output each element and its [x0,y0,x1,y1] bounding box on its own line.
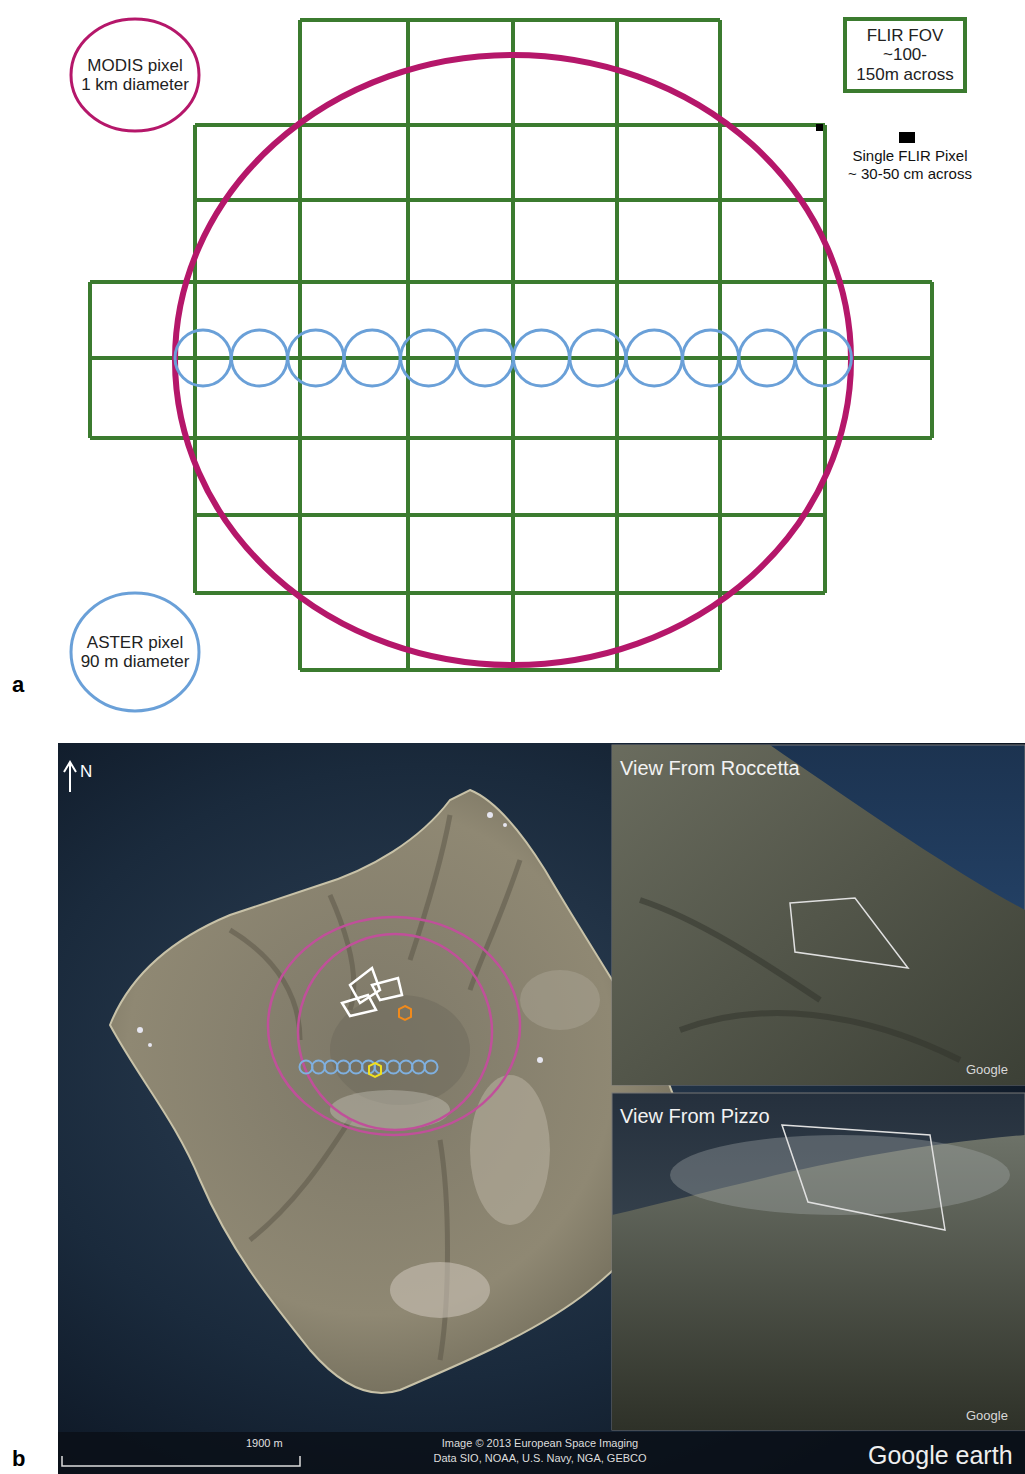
aster-legend-circle: ASTER pixel 90 m diameter [68,590,202,714]
modis-pixel-outer [268,917,520,1135]
inset-roccetta-slope [612,745,1025,1085]
island [110,790,690,1393]
node-outline-shape [71,19,199,131]
flir-grid [90,20,932,670]
flir-pixel-key [899,132,915,143]
inset-panel: View From Roccetta [612,745,1025,1085]
north-label: N [80,762,92,782]
modis-pixel-circle [175,55,851,665]
flir-pixel-label: Single FLIR Pixel ~ 30-50 cm across [832,147,988,183]
pizzo-fov [782,1125,945,1230]
flir-footprints [342,968,402,1016]
legend-text: ASTER pixel 90 m diameter [76,633,194,671]
credit-strip [58,1432,1025,1474]
google-earth-logo: Google earth [868,1440,1013,1470]
scale-bar [62,1456,300,1466]
inset-roccetta [612,745,1025,1085]
flir-legend-box: FLIR FOV ~100-150m across [843,17,967,93]
sea [58,743,1025,1474]
inset-pizzo-slope [612,1135,1025,1430]
credit-text: Data SIO, NOAA, U.S. Navy, NGA, GEBCO [390,1452,690,1465]
inset-title: View From Roccetta [620,757,800,779]
inset-pizzo [612,1093,1025,1430]
roccetta-fov [790,898,908,968]
modis-pixel-inner [298,934,492,1130]
inset-title: View From Pizzo [620,1105,770,1127]
legend-text: MODIS pixel 1 km diameter [76,56,194,94]
orange-site [399,1006,411,1020]
modis-legend-circle: MODIS pixel 1 km diameter [68,16,202,134]
watermark: Google [966,1062,1008,1078]
flir-pixel-mark [816,124,823,131]
island-texture [137,812,600,1360]
node-outline-shape [71,593,199,711]
legend-text: FLIR FOV ~100-150m across [849,26,961,83]
aster-pixels [175,330,851,386]
yellow-site [369,1063,381,1077]
credit-text: Image © 2013 European Space Imaging [390,1437,690,1450]
north-arrow [64,762,76,792]
inset-panel: View From Pizzo [612,1093,1025,1430]
panel-letter: a [12,672,24,698]
scale-label: 1900 m [246,1437,283,1450]
panel-letter: b [12,1446,25,1472]
watermark: Google [966,1408,1008,1424]
